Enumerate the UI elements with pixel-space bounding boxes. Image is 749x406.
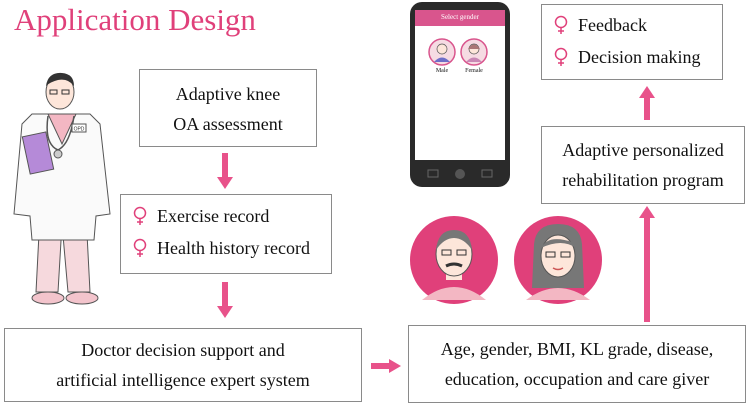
- exercise-record-item: Exercise record: [133, 200, 331, 232]
- doctor-badge: OPD: [74, 127, 85, 133]
- health-history-item: Health history record: [133, 232, 331, 264]
- decision-support-line-2: artificial intelligence expert system: [56, 370, 310, 390]
- phone-header: Select gender: [441, 13, 479, 21]
- female-avatar[interactable]: [460, 38, 488, 66]
- outcomes-box: Feedback Decision making: [541, 4, 723, 80]
- rehab-program-line-2: rehabilitation program: [562, 170, 724, 190]
- arrow-down-1: [217, 153, 233, 189]
- rehab-program-box: Adaptive personalized rehabilitation pro…: [541, 126, 745, 204]
- female-patient-avatar: [512, 214, 604, 306]
- decision-support-box: Doctor decision support and artificial i…: [4, 328, 362, 402]
- exercise-record-label: Exercise record: [157, 205, 270, 226]
- arrow-up-short: [639, 86, 655, 120]
- feedback-item: Feedback: [554, 9, 722, 41]
- patient-factors-line-2: education, occupation and care giver: [444, 369, 710, 389]
- decision-making-item: Decision making: [554, 41, 722, 73]
- page-title: Application Design: [14, 2, 256, 37]
- patient-factors-box: Age, gender, BMI, KL grade, disease, edu…: [408, 325, 746, 403]
- patient-factors-line-1: Age, gender, BMI, KL grade, disease,: [440, 339, 714, 359]
- feedback-label: Feedback: [578, 14, 647, 35]
- rehab-program-line-1: Adaptive personalized: [562, 140, 724, 160]
- bulb-icon: [554, 47, 568, 66]
- male-label: Male: [435, 68, 449, 74]
- assessment-line-2: OA assessment: [173, 114, 283, 134]
- phone-mockup: Select gender Male Female: [410, 2, 510, 187]
- doctor-illustration: OPD: [2, 64, 124, 312]
- decision-making-label: Decision making: [578, 46, 701, 67]
- records-box: Exercise record Health history record: [120, 194, 332, 274]
- bulb-icon: [554, 15, 568, 34]
- assessment-box: Adaptive knee OA assessment: [139, 69, 317, 147]
- arrow-down-2: [217, 282, 233, 318]
- male-avatar[interactable]: [428, 38, 456, 66]
- arrow-up-long: [639, 206, 655, 322]
- bulb-icon: [133, 238, 147, 257]
- assessment-line-1: Adaptive knee: [175, 84, 281, 104]
- health-history-label: Health history record: [157, 237, 310, 258]
- female-label: Female: [465, 68, 483, 74]
- bulb-icon: [133, 206, 147, 225]
- male-patient-avatar: [408, 214, 500, 306]
- arrow-right: [371, 359, 401, 373]
- decision-support-line-1: Doctor decision support and: [81, 340, 285, 360]
